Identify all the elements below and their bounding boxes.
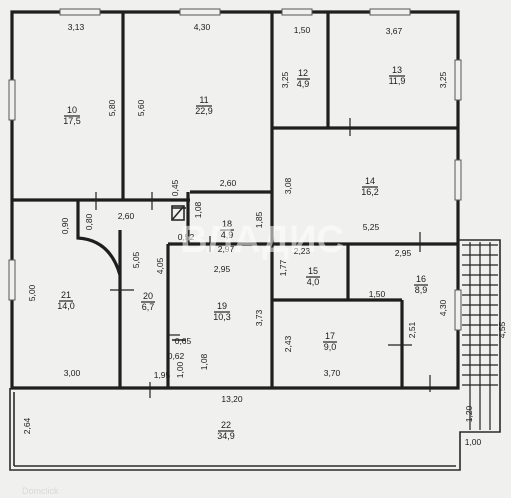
dimension: 0,45 xyxy=(170,179,180,196)
dimension: 4,55 xyxy=(497,321,507,338)
dimension: 0,62 xyxy=(168,351,185,361)
room-label-22: 22 xyxy=(221,420,231,430)
room-label-15: 15 xyxy=(308,266,318,276)
room-area-16: 8,9 xyxy=(415,285,428,295)
dimension: 2,97 xyxy=(218,244,235,254)
dimension: 3,73 xyxy=(254,309,264,326)
room-area-17: 9,0 xyxy=(324,342,337,352)
room-area-22: 34,9 xyxy=(217,431,235,441)
dimension: 0,80 xyxy=(84,213,94,230)
room-label-13: 13 xyxy=(392,65,402,75)
dimension: 0,90 xyxy=(60,217,70,234)
corner-brand-text: Domclick xyxy=(22,486,59,496)
room-area-12: 4,9 xyxy=(297,79,310,89)
door-marks xyxy=(95,118,431,398)
room-label-12: 12 xyxy=(298,68,308,78)
dimension: 1,50 xyxy=(294,25,311,35)
dimension: 3,00 xyxy=(64,368,81,378)
dimension: 2,23 xyxy=(294,246,311,256)
dimension: 1,50 xyxy=(369,289,386,299)
terrace-outline xyxy=(9,239,501,471)
dimension: 5,05 xyxy=(131,251,141,268)
dimension: 3,08 xyxy=(283,177,293,194)
dimension: 5,00 xyxy=(27,284,37,301)
room-label-18: 18 xyxy=(222,219,232,229)
dimension: 4,05 xyxy=(155,257,165,274)
watermark-text: ВЛАДИС xyxy=(180,219,344,261)
dimension: 3,70 xyxy=(324,368,341,378)
room-label-11: 11 xyxy=(199,95,208,105)
dimension: 3,25 xyxy=(280,71,290,88)
dimension: 3,13 xyxy=(68,22,85,32)
stairs xyxy=(462,242,498,430)
dimension: 2,95 xyxy=(214,264,231,274)
room-label-10: 10 xyxy=(67,105,77,115)
room-area-20: 6,7 xyxy=(142,302,155,312)
dimension: 4,30 xyxy=(438,299,448,316)
dimension: 0,52 xyxy=(178,232,195,242)
dimension: 3,25 xyxy=(438,71,448,88)
dimension: 1,85 xyxy=(254,211,264,228)
room-area-11: 22,9 xyxy=(195,106,213,116)
room-label-20: 20 xyxy=(143,291,153,301)
dimension: 2,60 xyxy=(220,178,237,188)
dimension: 2,51 xyxy=(407,321,417,338)
dimension-labels: 3,13 4,30 1,50 3,67 5,80 5,60 3,25 3,25 … xyxy=(22,22,507,447)
room-label-19: 19 xyxy=(217,301,227,311)
room-area-10: 17,5 xyxy=(63,116,81,126)
dimension: 1,00 xyxy=(465,437,482,447)
dimension: 1,77 xyxy=(278,259,288,276)
dimension: 5,25 xyxy=(363,222,380,232)
room-area-14: 16,2 xyxy=(361,187,379,197)
dimension: 1,00 xyxy=(175,361,185,378)
room-label-16: 16 xyxy=(416,274,426,284)
windows xyxy=(8,8,462,331)
room-label-21: 21 xyxy=(61,290,71,300)
dimension: 2,64 xyxy=(22,417,32,434)
room-labels: 10 17,5 11 22,9 12 4,9 13 11,9 14 16,2 1… xyxy=(57,65,428,441)
dimension: 5,80 xyxy=(107,99,117,116)
room-area-18: 4,9 xyxy=(221,230,234,240)
room-area-15: 4,0 xyxy=(307,277,320,287)
dimension: 1,08 xyxy=(199,353,209,370)
dimension: 2,95 xyxy=(395,248,412,258)
dimension: 4,30 xyxy=(194,22,211,32)
room-label-14: 14 xyxy=(365,176,375,186)
room-label-17: 17 xyxy=(325,331,335,341)
dimension: 0,65 xyxy=(175,336,192,346)
room-area-19: 10,3 xyxy=(213,312,231,322)
dimension: 1,08 xyxy=(193,201,203,218)
dimension: 2,43 xyxy=(283,335,293,352)
dimension: 2,60 xyxy=(118,211,135,221)
dimension: 13,20 xyxy=(221,394,243,404)
dimension: 1,95 xyxy=(154,370,171,380)
dimension: 3,67 xyxy=(386,26,403,36)
room-area-21: 14,0 xyxy=(57,301,75,311)
room-area-13: 11,9 xyxy=(389,76,406,86)
dimension: 1,20 xyxy=(464,405,474,422)
dimension: 5,60 xyxy=(136,99,146,116)
